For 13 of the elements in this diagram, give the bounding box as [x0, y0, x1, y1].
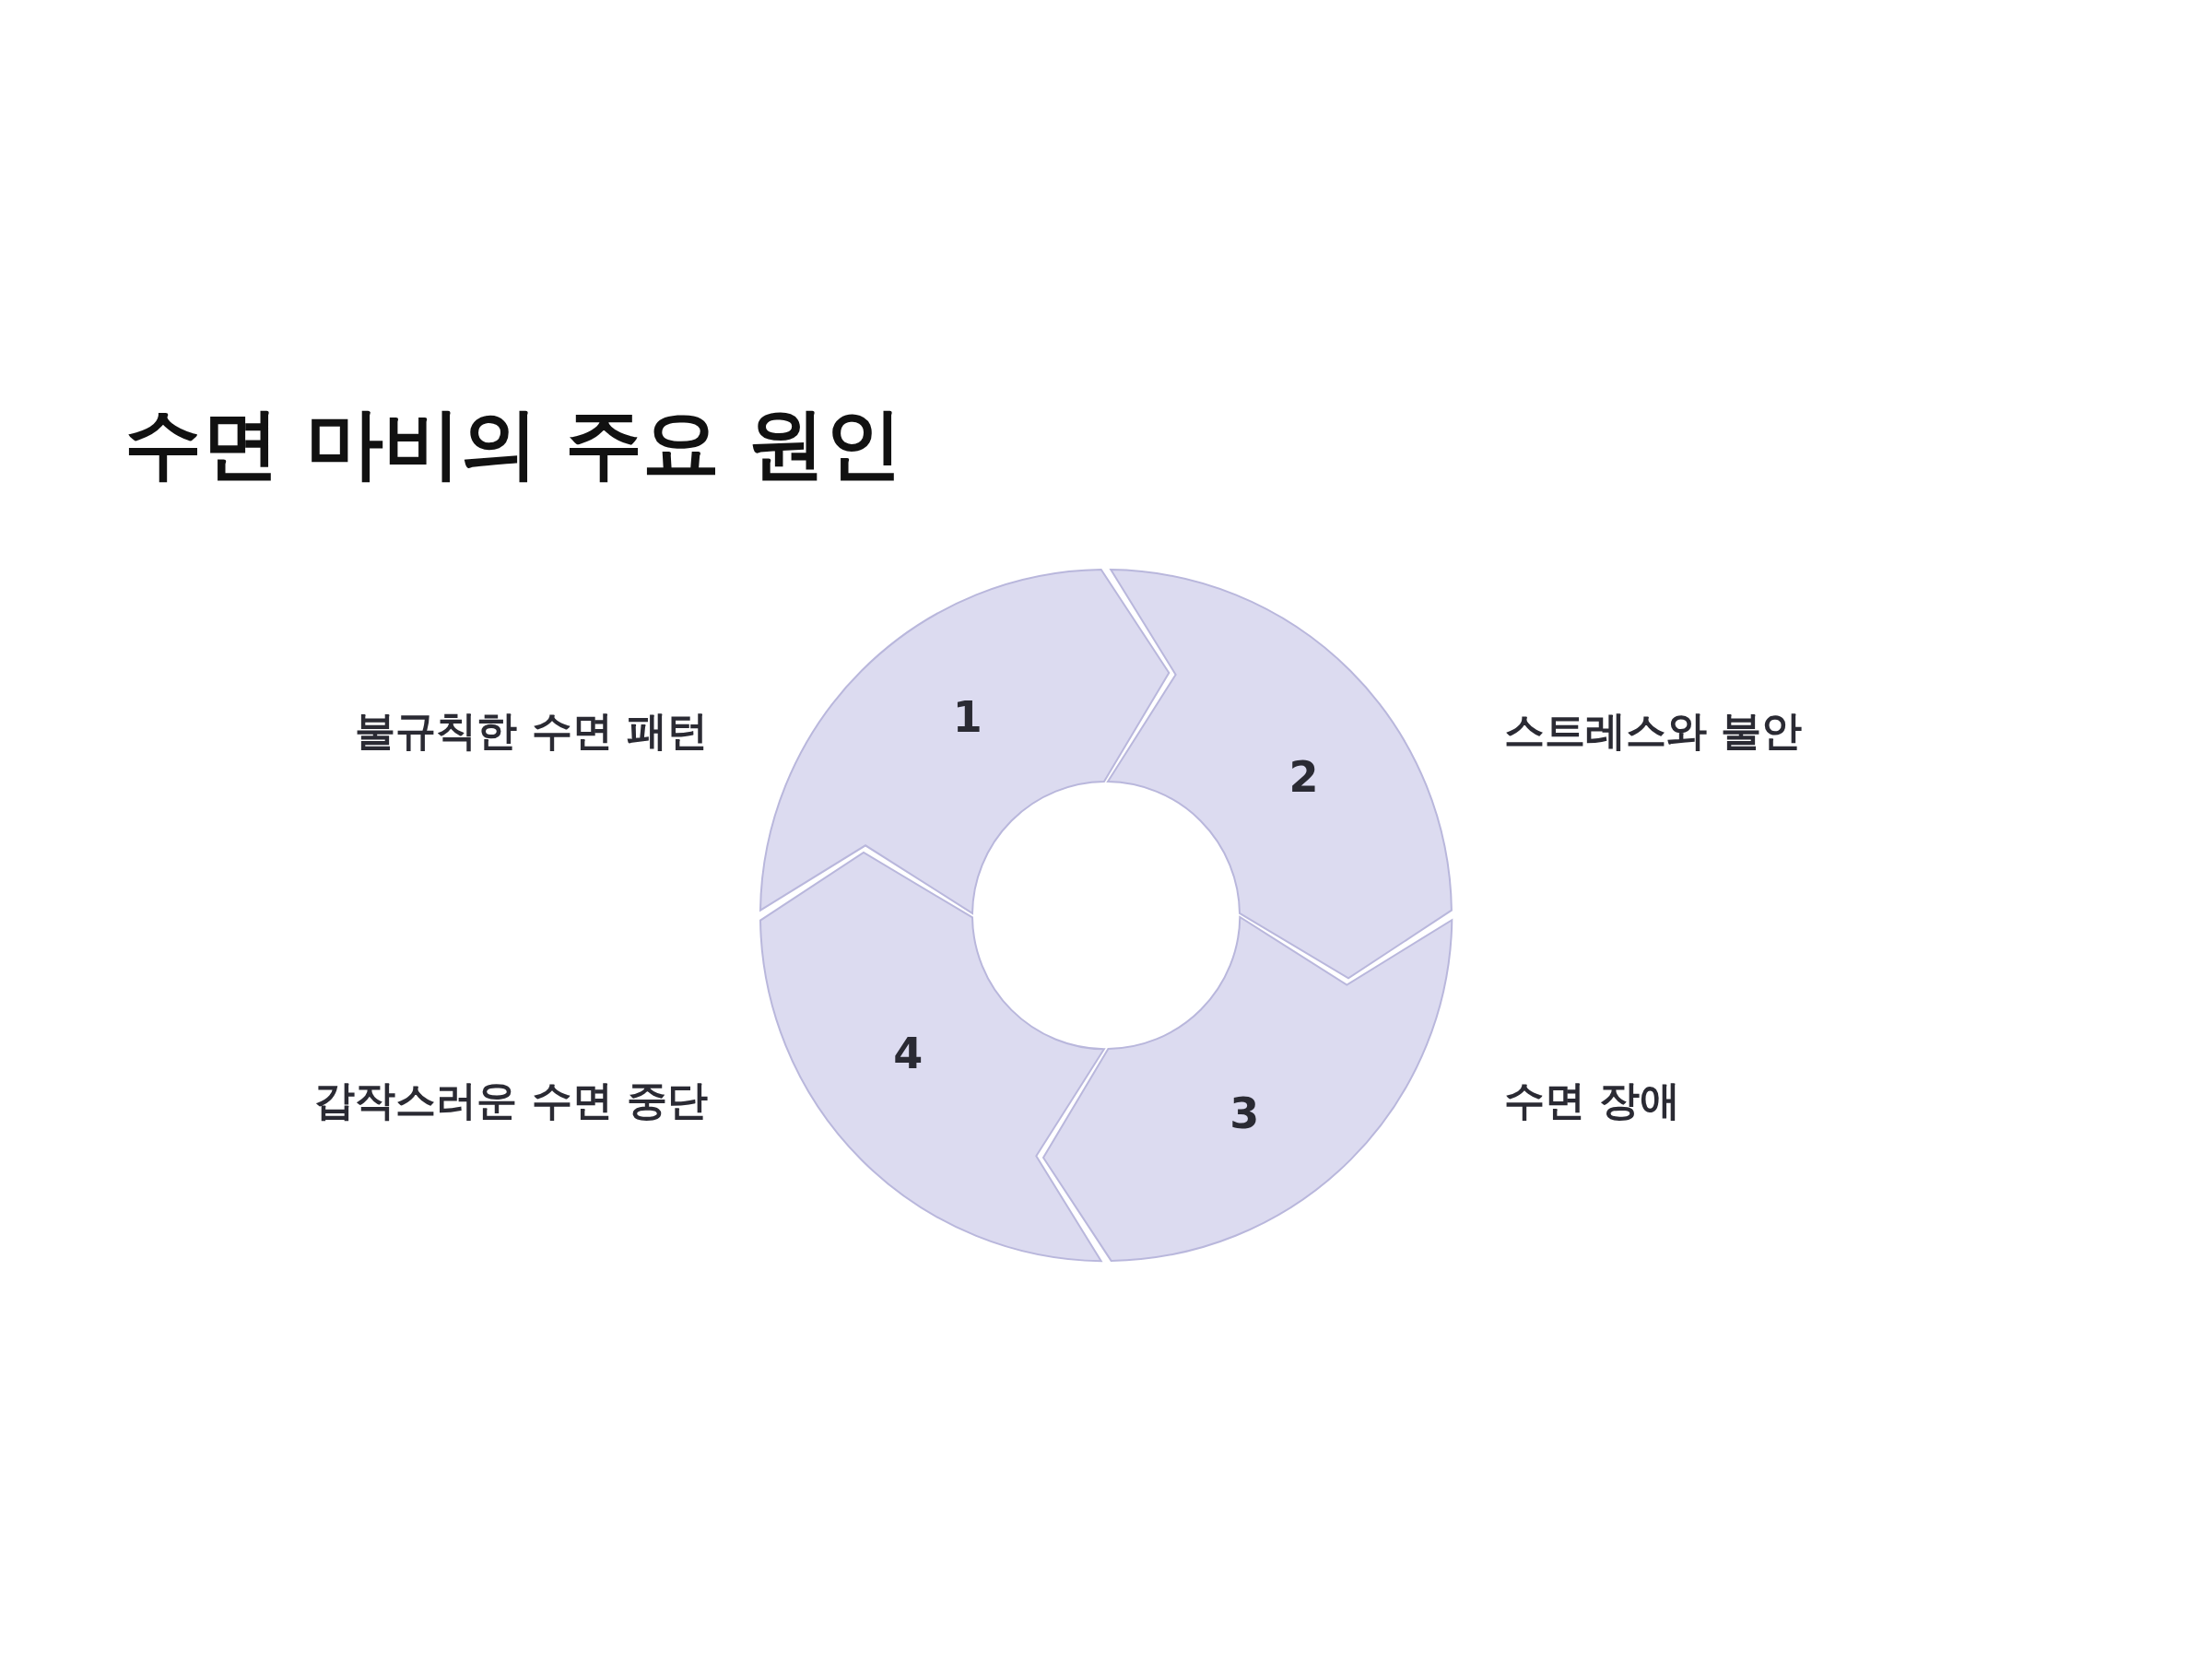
ring-segment	[759, 568, 1171, 915]
ring-segment	[1106, 568, 1453, 981]
cause-label: 불규칙한 수면 패턴	[355, 705, 708, 756]
step-number: 3	[1230, 1091, 1260, 1135]
diagram-title: 수면 마비의 주요 원인	[124, 397, 902, 490]
cause-label: 갑작스러운 수면 중단	[314, 1075, 708, 1125]
cause-label: 수면 장애	[1504, 1075, 1681, 1125]
step-number: 2	[1288, 755, 1319, 798]
ring-segment	[759, 850, 1106, 1263]
step-number: 4	[893, 1032, 924, 1076]
step-number: 1	[952, 696, 982, 739]
cause-label: 스트레스와 불안	[1504, 705, 1803, 756]
ring-segment	[1041, 915, 1453, 1263]
